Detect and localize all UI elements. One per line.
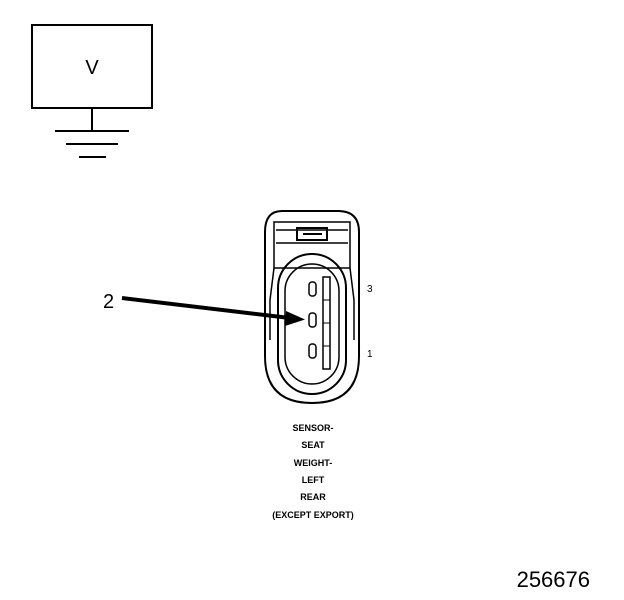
caption-line: LEFT bbox=[302, 475, 325, 485]
connector-caption: SENSOR- SEAT WEIGHT- LEFT REAR (EXCEPT E… bbox=[272, 423, 354, 520]
callout-number: 2 bbox=[103, 291, 114, 313]
voltmeter-symbol: V bbox=[31, 24, 153, 158]
voltmeter-label: V bbox=[85, 57, 99, 79]
connector-face: 3 1 bbox=[264, 210, 373, 405]
callout-arrow-head bbox=[285, 311, 305, 326]
figure-number: 256676 bbox=[517, 567, 590, 592]
caption-line: SENSOR- bbox=[292, 423, 333, 433]
terminal-2 bbox=[308, 312, 317, 328]
caption-line: WEIGHT- bbox=[294, 458, 333, 468]
right-side-ridge bbox=[349, 267, 355, 340]
callout-arrow-shaft bbox=[121, 296, 291, 320]
left-side-ridge bbox=[269, 267, 275, 340]
pin-number-top: 3 bbox=[367, 284, 373, 295]
caption-line: SEAT bbox=[301, 440, 325, 450]
connector-cavity-outer bbox=[277, 253, 347, 395]
terminal-3 bbox=[308, 281, 317, 297]
connector-latch bbox=[296, 227, 328, 241]
connector-cavity-inner bbox=[284, 263, 340, 385]
callout: 2 bbox=[103, 291, 305, 326]
caption-line: (EXCEPT EXPORT) bbox=[272, 510, 354, 520]
terminal-1 bbox=[308, 343, 317, 359]
pin-number-bottom: 1 bbox=[367, 349, 373, 360]
caption-line: REAR bbox=[300, 492, 326, 502]
connector-outer-housing bbox=[264, 210, 360, 405]
